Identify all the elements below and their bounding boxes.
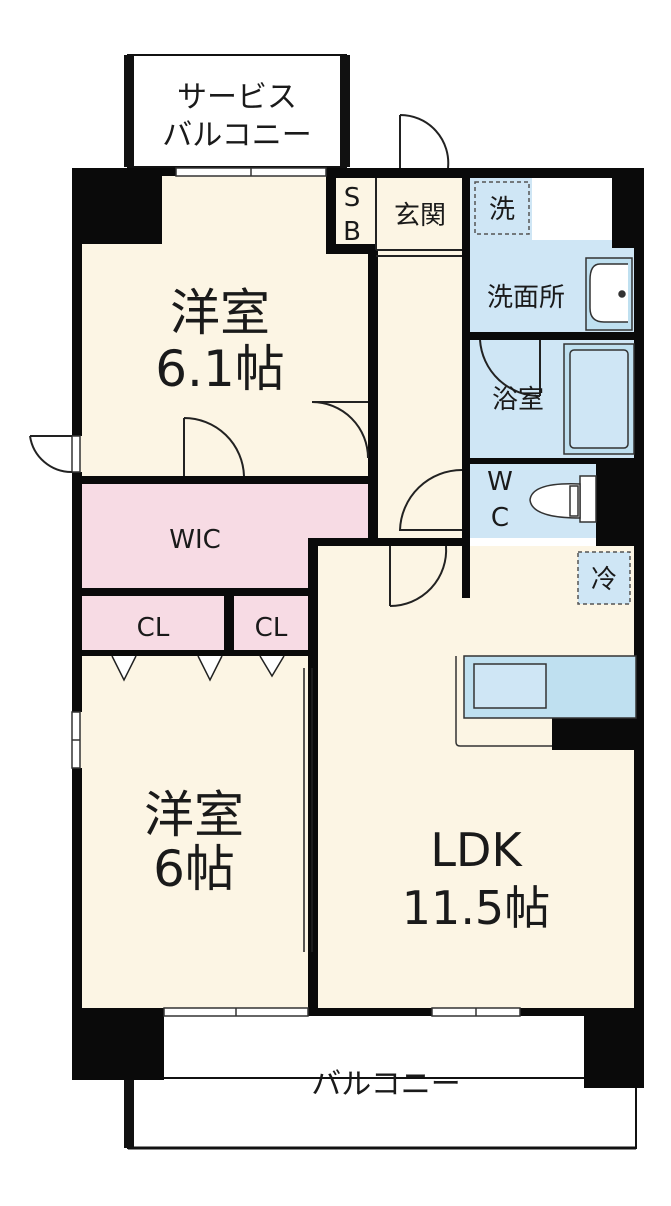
- wc-label-c: C: [491, 503, 509, 533]
- washer-label: 洗: [489, 195, 515, 225]
- washroom-label: 洗面所: [487, 283, 565, 313]
- service-balcony-label-2: バルコニー: [162, 118, 311, 153]
- kitchen-counter: [455, 655, 637, 747]
- room-ldk-fill: [318, 546, 636, 1008]
- balcony: [124, 1077, 637, 1150]
- ldk-name: LDK: [430, 823, 523, 877]
- wic-label: WIC: [169, 525, 221, 555]
- wc-label-w: W: [487, 467, 513, 497]
- sb-label-b: B: [343, 217, 361, 247]
- service-balcony-label-1: サービス: [177, 80, 297, 115]
- bedroom2-size: 6帖: [153, 840, 235, 898]
- sb-label-s: S: [344, 183, 361, 213]
- closet-doors: [111, 655, 285, 682]
- windows: [71, 167, 521, 1017]
- room-sb-fill: [334, 178, 368, 248]
- bedroom2-name: 洋室: [144, 786, 244, 844]
- fridge-label: 冷: [591, 565, 617, 595]
- ldk-size: 11.5帖: [402, 881, 550, 935]
- cl1-label: CL: [137, 613, 170, 643]
- balcony-label: バルコニー: [311, 1067, 460, 1102]
- toilet: [529, 475, 597, 523]
- fridge-space: [577, 551, 631, 605]
- service-balcony: [124, 54, 350, 168]
- bath-label: 浴室: [492, 385, 544, 415]
- room-genkan-fill: [376, 178, 462, 250]
- room-cl2-fill: [234, 596, 308, 650]
- genkan-label: 玄関: [394, 201, 446, 231]
- washer-space: [474, 181, 530, 235]
- walls: [72, 168, 644, 1088]
- room-bedroom2-fill: [80, 656, 308, 1008]
- wash-basin: [585, 257, 633, 331]
- bedroom1-name: 洋室: [170, 284, 270, 342]
- room-cl1-fill: [80, 596, 224, 650]
- doors: [29, 113, 541, 952]
- cl2-label: CL: [255, 613, 288, 643]
- room-hall-fill: [376, 250, 466, 540]
- bedroom1-size: 6.1帖: [155, 340, 285, 398]
- bathtub: [563, 343, 635, 455]
